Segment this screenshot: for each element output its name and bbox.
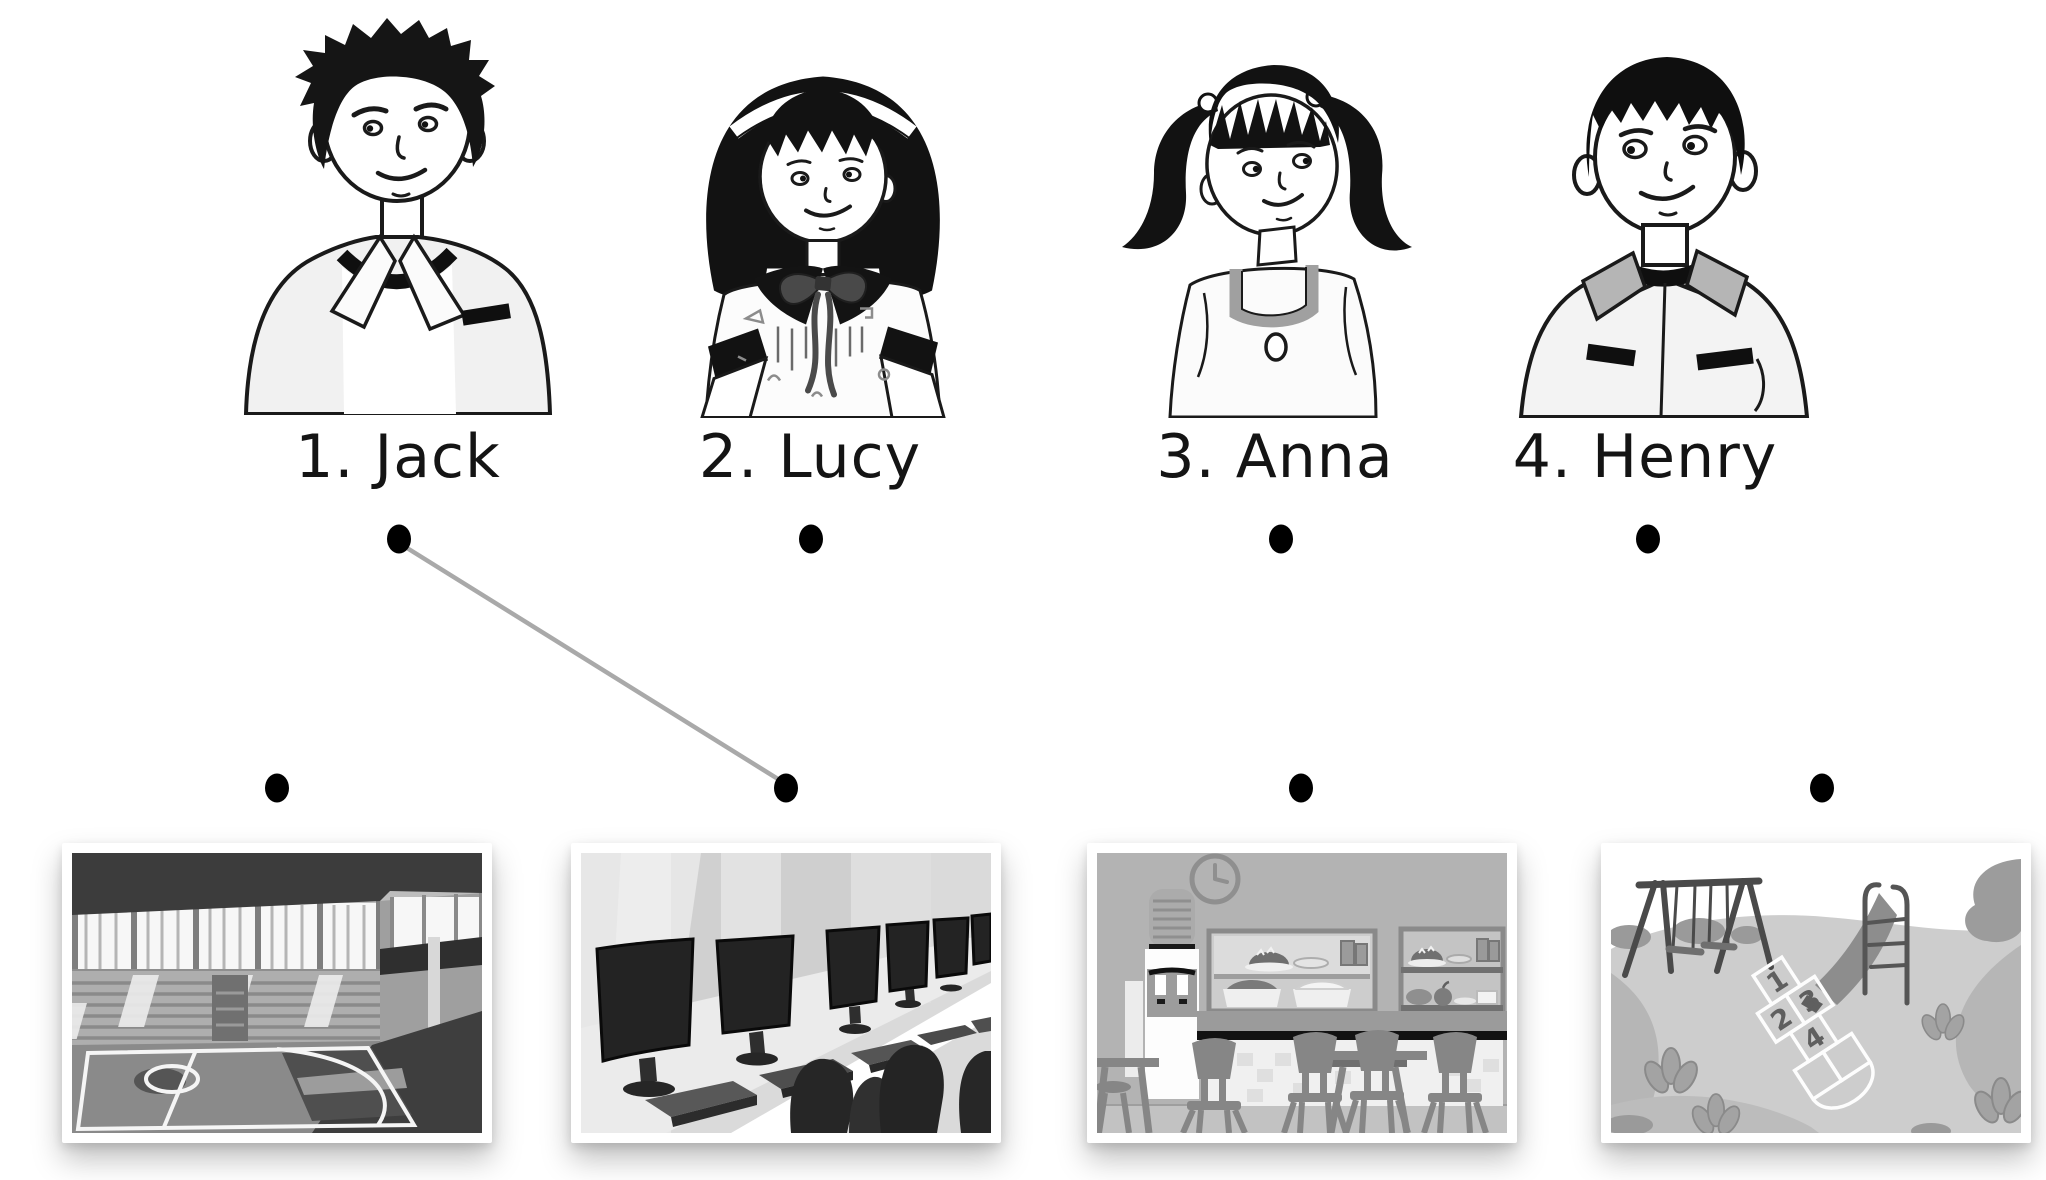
wall-clock-icon: [1189, 853, 1241, 905]
label-jack: 1. Jack: [295, 422, 501, 492]
food-shelf: [1398, 926, 1506, 1016]
leaf-bushes: [1644, 1003, 2021, 1133]
girl-anna-icon: [1122, 65, 1412, 418]
portrait-anna: [1080, 16, 1460, 418]
girl-lucy-icon: [700, 76, 946, 418]
dot-person-jack[interactable]: [387, 524, 411, 554]
hopscotch-court: 1 2 3 4: [1750, 954, 1875, 1110]
dot-place-computer-room[interactable]: [774, 773, 798, 803]
slide-icon: [1801, 882, 1910, 1013]
portrait-jack: [232, 8, 562, 415]
label-henry: 4. Henry: [1512, 422, 1778, 492]
tree-icon: [1965, 859, 2021, 943]
dot-person-henry[interactable]: [1636, 524, 1660, 554]
window-mullions: [84, 905, 366, 969]
photo-playground: 1 2 3 4: [1601, 843, 2031, 1143]
canteen-scene-icon: [1097, 853, 1507, 1133]
label-lucy: 2. Lucy: [698, 422, 922, 492]
bushes-back: [1611, 918, 1951, 1133]
computer-room-scene-icon: [581, 853, 991, 1133]
blouse-pattern: [737, 307, 891, 398]
label-anna: 3. Anna: [1156, 422, 1394, 492]
portrait-henry: [1485, 16, 1860, 418]
photo-canteen: [1087, 843, 1517, 1143]
playground-scene-icon: 1 2 3 4: [1611, 853, 2021, 1133]
boy-henry-icon: [1518, 57, 1810, 418]
swing-set-icon: [1622, 877, 1774, 978]
boy-jack-icon: [243, 18, 553, 415]
court-lines: [75, 1045, 418, 1132]
dot-person-lucy[interactable]: [799, 524, 823, 554]
photo-gym: [62, 843, 492, 1143]
connection-line-jack-computer-room: [397, 541, 788, 786]
dot-place-canteen[interactable]: [1289, 773, 1313, 803]
dot-place-playground[interactable]: [1810, 773, 1834, 803]
portrait-lucy: [648, 24, 998, 418]
water-cooler-icon: [1125, 889, 1199, 1099]
chairs: [790, 1044, 991, 1133]
photo-computer-room: [571, 843, 1001, 1143]
monitors: [595, 912, 991, 1097]
tables-and-chairs: [1097, 1030, 1489, 1133]
dot-person-anna[interactable]: [1269, 524, 1293, 554]
dot-place-gym[interactable]: [265, 773, 289, 803]
serving-counter: [1206, 928, 1378, 1014]
blouse-threads: [776, 326, 864, 371]
gym-scene-icon: [72, 853, 482, 1133]
